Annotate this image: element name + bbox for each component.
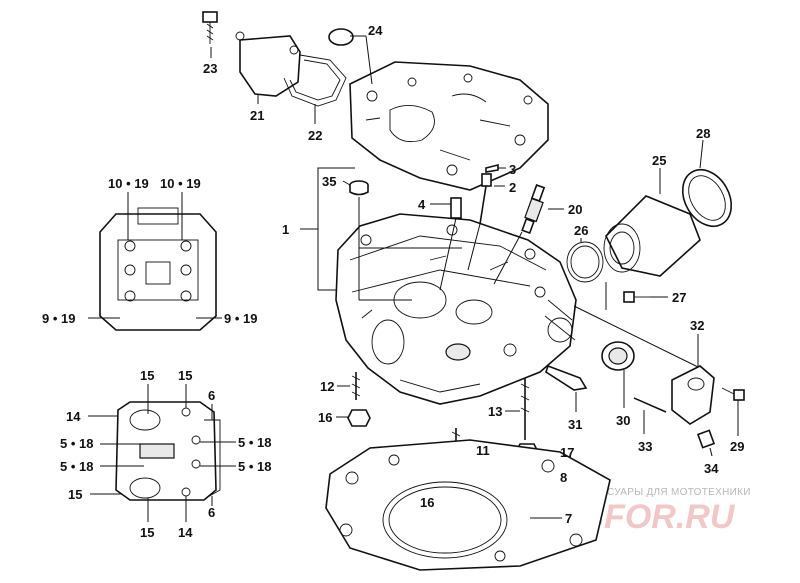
cap-35 [349,180,462,301]
callout-15-b: 15 [178,368,192,383]
valve-2 [467,173,505,271]
callout-9-19-a: 9 • 19 [42,311,75,326]
callout-6-a: 6 [208,388,215,403]
callout-34: 34 [704,461,719,476]
sleeve-34 [696,429,716,457]
gasket-22 [283,54,347,107]
intake-boot-25 [603,168,701,277]
callout-4: 4 [418,197,426,212]
callout-13: 13 [488,404,502,419]
callout-14-b: 14 [178,525,193,540]
callout-21: 21 [250,108,264,123]
callout-5-18-a: 5 • 18 [60,436,93,451]
callout-16-b: 16 [420,495,434,510]
callout-28: 28 [696,126,710,141]
callout-1: 1 [282,222,289,237]
stud-13 [505,378,530,440]
housing-32 [671,334,715,425]
callout-labels: 1 2 3 4 5 • 18 5 • 18 5 • 18 5 • 18 6 6 … [42,23,744,540]
callout-29: 29 [730,439,744,454]
callout-5-18-c: 5 • 18 [238,435,271,450]
callout-24: 24 [368,23,383,38]
cover-21 [239,35,301,97]
plug-24 [328,28,354,46]
callout-16-a: 16 [318,410,332,425]
bolt-29 [721,387,745,436]
callout-8: 8 [560,470,567,485]
callout-5-18-d: 5 • 18 [238,459,271,474]
head-gasket-7 [325,439,611,571]
callout-31: 31 [568,417,582,432]
upper-casting [349,61,549,191]
watermark-tagline: ЗАПЧАСТИ И АКСЕССУАРЫ ДЛЯ МОТОТЕХНИКИ [503,487,751,498]
callout-15-c: 15 [68,487,82,502]
thermostat-30 [601,341,635,408]
callout-25: 25 [652,153,666,168]
bolt-33 [633,397,667,434]
bolt-27 [623,291,668,303]
nut-16a [336,409,371,427]
callout-33: 33 [638,439,652,454]
inset-bottom-view [88,384,236,522]
callout-32: 32 [690,318,704,333]
callout-12: 12 [320,379,334,394]
callout-20: 20 [568,202,582,217]
cover-bolt-23 [202,11,218,44]
valve-cover-group [202,11,549,191]
callout-9-19-b: 9 • 19 [224,311,257,326]
spark-plug-20 [493,184,564,285]
callout-10-19-b: 10 • 19 [160,176,201,191]
callout-6-b: 6 [208,505,215,520]
inset-top-view [88,192,222,331]
callout-3: 3 [509,162,516,177]
callout-17: 17 [560,445,574,460]
callout-11: 11 [476,443,490,458]
stud-12 [337,372,361,400]
clamp-28 [681,139,733,228]
callout-14-a: 14 [66,409,81,424]
keeper-3 [485,163,506,173]
callout-30: 30 [616,413,630,428]
callout-10-19-a: 10 • 19 [108,176,149,191]
callout-35: 35 [322,174,336,189]
callout-15-d: 15 [140,525,154,540]
callout-5-18-b: 5 • 18 [60,459,93,474]
o-ring-26 [566,238,604,283]
callout-7: 7 [565,511,572,526]
callout-2: 2 [509,180,516,195]
callout-15-a: 15 [140,368,154,383]
callout-26: 26 [574,223,588,238]
callout-22: 22 [308,128,322,143]
valve-guide-4 [430,197,462,291]
cylinder-head [335,213,577,405]
callout-23: 23 [203,61,217,76]
callout-27: 27 [672,290,686,305]
sensor-31 [545,364,588,412]
